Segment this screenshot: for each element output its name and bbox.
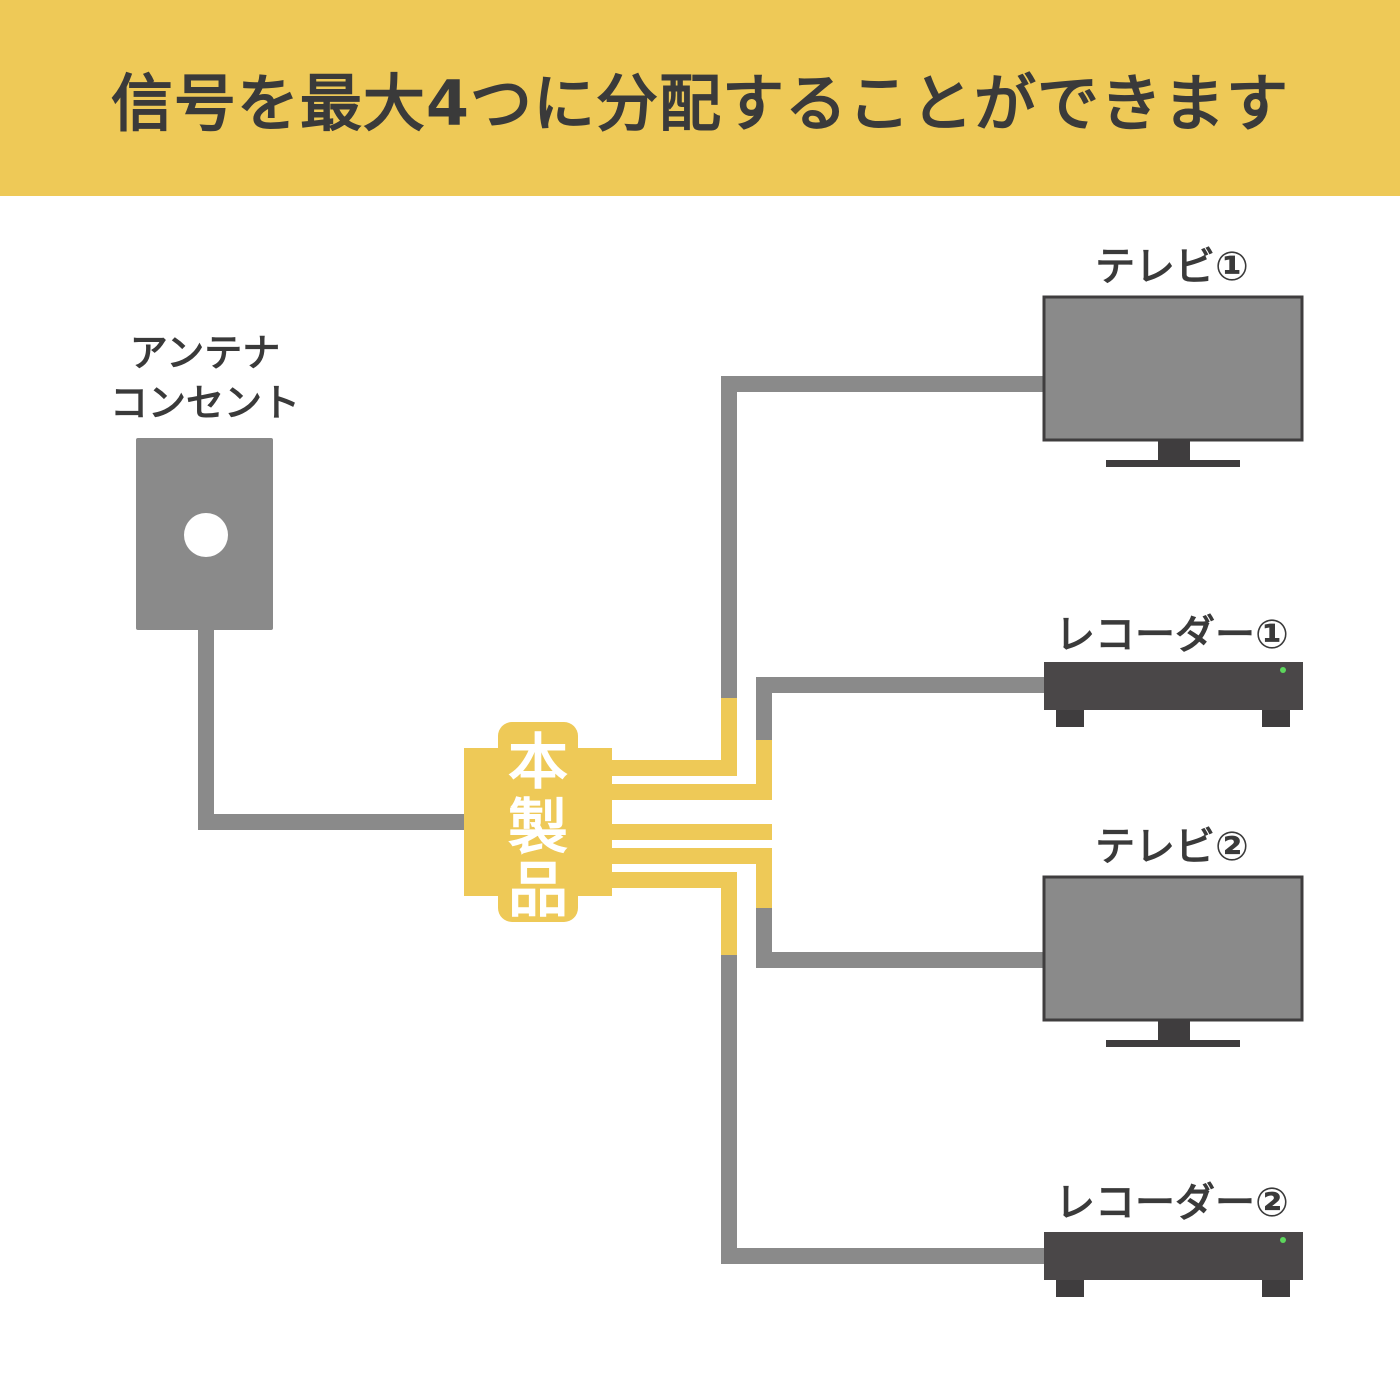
cable-tv2 bbox=[756, 908, 1044, 968]
cable-recorder1 bbox=[756, 677, 1044, 740]
splitter: 本 製 品 bbox=[464, 722, 612, 926]
antenna-outlet-icon bbox=[136, 438, 273, 630]
cables bbox=[198, 376, 1044, 1264]
splitter-outputs bbox=[610, 698, 772, 955]
antenna-outlet-label: アンテナ コンセント bbox=[85, 328, 325, 428]
antenna-label-line1: アンテナ bbox=[129, 331, 281, 375]
led-indicator bbox=[1280, 667, 1286, 673]
antenna-label-line2: コンセント bbox=[109, 381, 300, 425]
splitter-label-char: 本 bbox=[508, 728, 568, 798]
tv-icon bbox=[1042, 875, 1304, 1047]
splitter-label-char: 品 bbox=[508, 856, 568, 926]
device-label-tv1: テレビ① bbox=[1095, 244, 1249, 290]
splitter-label-plate bbox=[498, 722, 578, 922]
device-label-recorder1: レコーダー① bbox=[1055, 612, 1289, 658]
recorder-icon bbox=[1044, 1232, 1303, 1297]
device-label-tv2: テレビ② bbox=[1095, 824, 1249, 870]
splitter-label-char: 製 bbox=[508, 793, 568, 863]
tv-icon bbox=[1042, 295, 1304, 467]
cable-recorder2 bbox=[721, 955, 1044, 1264]
cable-antenna-to-splitter bbox=[198, 630, 466, 830]
device-label-recorder2: レコーダー② bbox=[1055, 1180, 1289, 1226]
led-indicator bbox=[1280, 1237, 1286, 1243]
page-title-text: 信号を最大4つに分配することができます bbox=[110, 67, 1290, 140]
cable-tv1 bbox=[721, 376, 1044, 698]
outlet-socket bbox=[184, 513, 228, 557]
header-title-layer: 信号を最大4つに分配することができます bbox=[0, 0, 1400, 196]
header-background bbox=[0, 0, 1400, 196]
recorder-icon bbox=[1044, 662, 1303, 727]
